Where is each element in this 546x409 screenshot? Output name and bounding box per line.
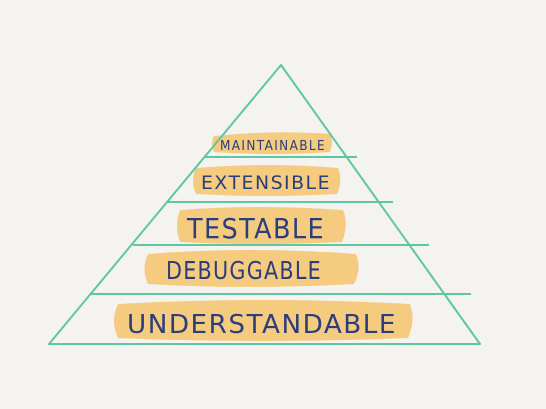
highlight-debuggable <box>144 250 359 287</box>
tier-label-debuggable: DEBUGGABLE <box>166 256 322 285</box>
highlight-layer <box>114 132 413 341</box>
highlight-extensible <box>193 165 341 196</box>
tier-label-maintainable: MAINTAINABLE <box>220 139 326 154</box>
tier-label-extensible: EXTENSIBLE <box>201 172 331 194</box>
pyramid-triangle <box>48 64 481 345</box>
highlight-maintainable <box>212 132 332 154</box>
pyramid-outline <box>48 64 481 345</box>
tier-labels: MAINTAINABLE EXTENSIBLE TESTABLE DEBUGGA… <box>127 139 397 340</box>
highlight-understandable <box>114 300 413 341</box>
highlight-testable <box>177 207 346 244</box>
tier-label-understandable: UNDERSTANDABLE <box>127 310 397 340</box>
tier-label-testable: TESTABLE <box>186 212 325 245</box>
